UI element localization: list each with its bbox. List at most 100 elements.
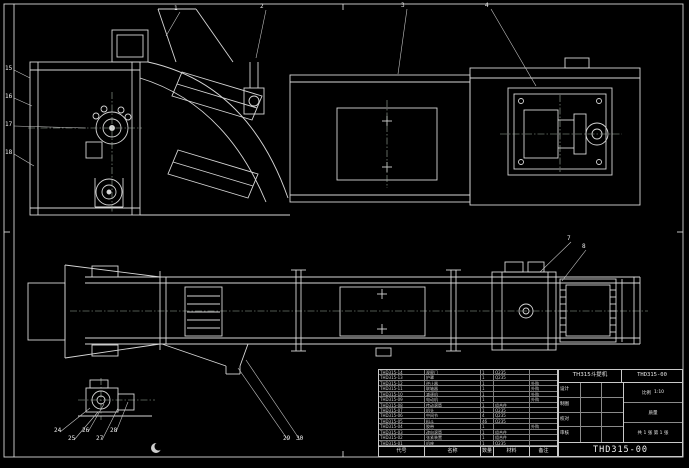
bom-cell: THD315-09: [379, 397, 425, 402]
mass-cell: 质量: [624, 403, 682, 423]
scale-value: 1:10: [653, 390, 665, 395]
balloon-27: 27: [96, 435, 104, 442]
bom-cell: THD315-05: [379, 418, 425, 424]
balloon-25: 25: [68, 435, 76, 442]
balloon-28: 28: [110, 427, 118, 434]
balloon-29: 29: [283, 435, 291, 442]
signature-row: 制图: [559, 397, 623, 413]
bom-cell: [530, 430, 557, 434]
balloon-1: 1: [174, 5, 178, 12]
signature-label: 设计: [559, 383, 581, 397]
scale-cell: 比例 1:10: [624, 383, 682, 403]
bom-header-cell: 名称: [425, 447, 481, 456]
scale-label: 比例: [641, 390, 651, 396]
bom-cell: THD315-07: [379, 407, 425, 413]
bom-cell: [530, 435, 557, 439]
balloon-18: 18: [5, 149, 13, 156]
balloon-17: 17: [5, 121, 13, 128]
bom-cell: 外购: [531, 424, 539, 429]
bom-cell: [494, 424, 530, 429]
title-block-info: 比例 1:10 质量 共 1 张 第 1 张: [624, 383, 682, 442]
bom-cell: THD315-04: [379, 424, 425, 429]
bom-cell: 1: [481, 370, 494, 375]
balloon-2: 2: [260, 3, 264, 10]
drawing-number-large: THD315-00: [559, 442, 682, 456]
signature-grid: 设计制图校对审核: [559, 383, 624, 442]
bom-cell: 1: [481, 386, 494, 391]
signature-blank: [581, 397, 602, 412]
mass-label: 质量: [648, 410, 658, 416]
title-block-middle: 设计制图校对审核 比例 1:10 质量 共 1 张 第 1 张: [559, 383, 682, 442]
bom-cell: 外购: [531, 397, 539, 402]
bom-cell: 传动滚筒: [425, 402, 481, 407]
bom-cell: 减速机: [425, 391, 481, 397]
bom-cell: [494, 380, 530, 386]
bom-cell: [494, 397, 530, 402]
bom-header-cell: 材料: [494, 447, 530, 456]
balloon-8: 8: [582, 243, 586, 250]
bom-cell: THD315-08: [379, 402, 425, 407]
bom-cell: Q235: [494, 418, 530, 424]
bom-cell: THD315-12: [379, 380, 425, 386]
signature-blank: [602, 427, 623, 442]
bom-cell: THD315-03: [379, 429, 425, 435]
bom-cell: [494, 391, 530, 397]
bom-cell: [530, 370, 557, 374]
bom-cell: 组合件: [494, 402, 530, 407]
signature-blank: [581, 412, 602, 427]
bom-cell: 护罩: [425, 375, 481, 380]
title-block-top-row: TH315斗提机 THD315-00: [559, 370, 682, 383]
bom-cell: Q235: [494, 370, 530, 375]
signature-blank: [602, 383, 623, 397]
balloon-3: 3: [401, 2, 405, 9]
bom-cell: Q235: [494, 375, 530, 380]
signature-blank: [602, 398, 623, 412]
bom-cell: 1: [481, 380, 494, 386]
bom-cell: THD315-13: [379, 375, 425, 380]
signature-label: 制图: [559, 397, 581, 412]
balloon-26: 26: [82, 427, 90, 434]
signature-row: 校对: [559, 412, 623, 428]
bom-cell: 1: [481, 407, 494, 413]
balloon-7: 7: [567, 235, 571, 242]
bom-cell: 1: [481, 429, 494, 435]
bom-cell: 中间节: [425, 413, 481, 418]
balloon-30: 30: [296, 435, 304, 442]
leader-lines: [13, 8, 587, 441]
bom-cell: [530, 408, 557, 412]
signature-row: 审核: [559, 427, 623, 442]
bom-cell: THD315-14: [379, 370, 425, 375]
drawing-title: TH315斗提机: [559, 370, 622, 382]
bom-header-cell: 备注: [538, 448, 549, 454]
bom-header-cell: 代号: [379, 447, 425, 456]
bom-cell: [494, 386, 530, 391]
bom-cell: 料斗: [425, 418, 481, 424]
bom-cell: [530, 375, 557, 379]
bom-cell: [530, 413, 557, 417]
signature-blank: [581, 383, 602, 397]
bom-cell: 组合件: [494, 429, 530, 435]
bom-cell: 1: [481, 440, 494, 445]
sheet-cell: 共 1 张 第 1 张: [624, 423, 682, 442]
bom-cell: 外购: [531, 391, 539, 397]
bom-cell: 胶带: [425, 424, 481, 429]
lower-view: [27, 261, 641, 417]
bom-cell: 联轴器: [425, 386, 481, 391]
bom-cell: 1: [481, 435, 494, 440]
bom-cell: THD315-01: [379, 440, 425, 445]
bom-cell: 1: [481, 391, 494, 397]
signature-blank: [581, 427, 602, 442]
bom-cell: 观察门: [425, 370, 481, 375]
